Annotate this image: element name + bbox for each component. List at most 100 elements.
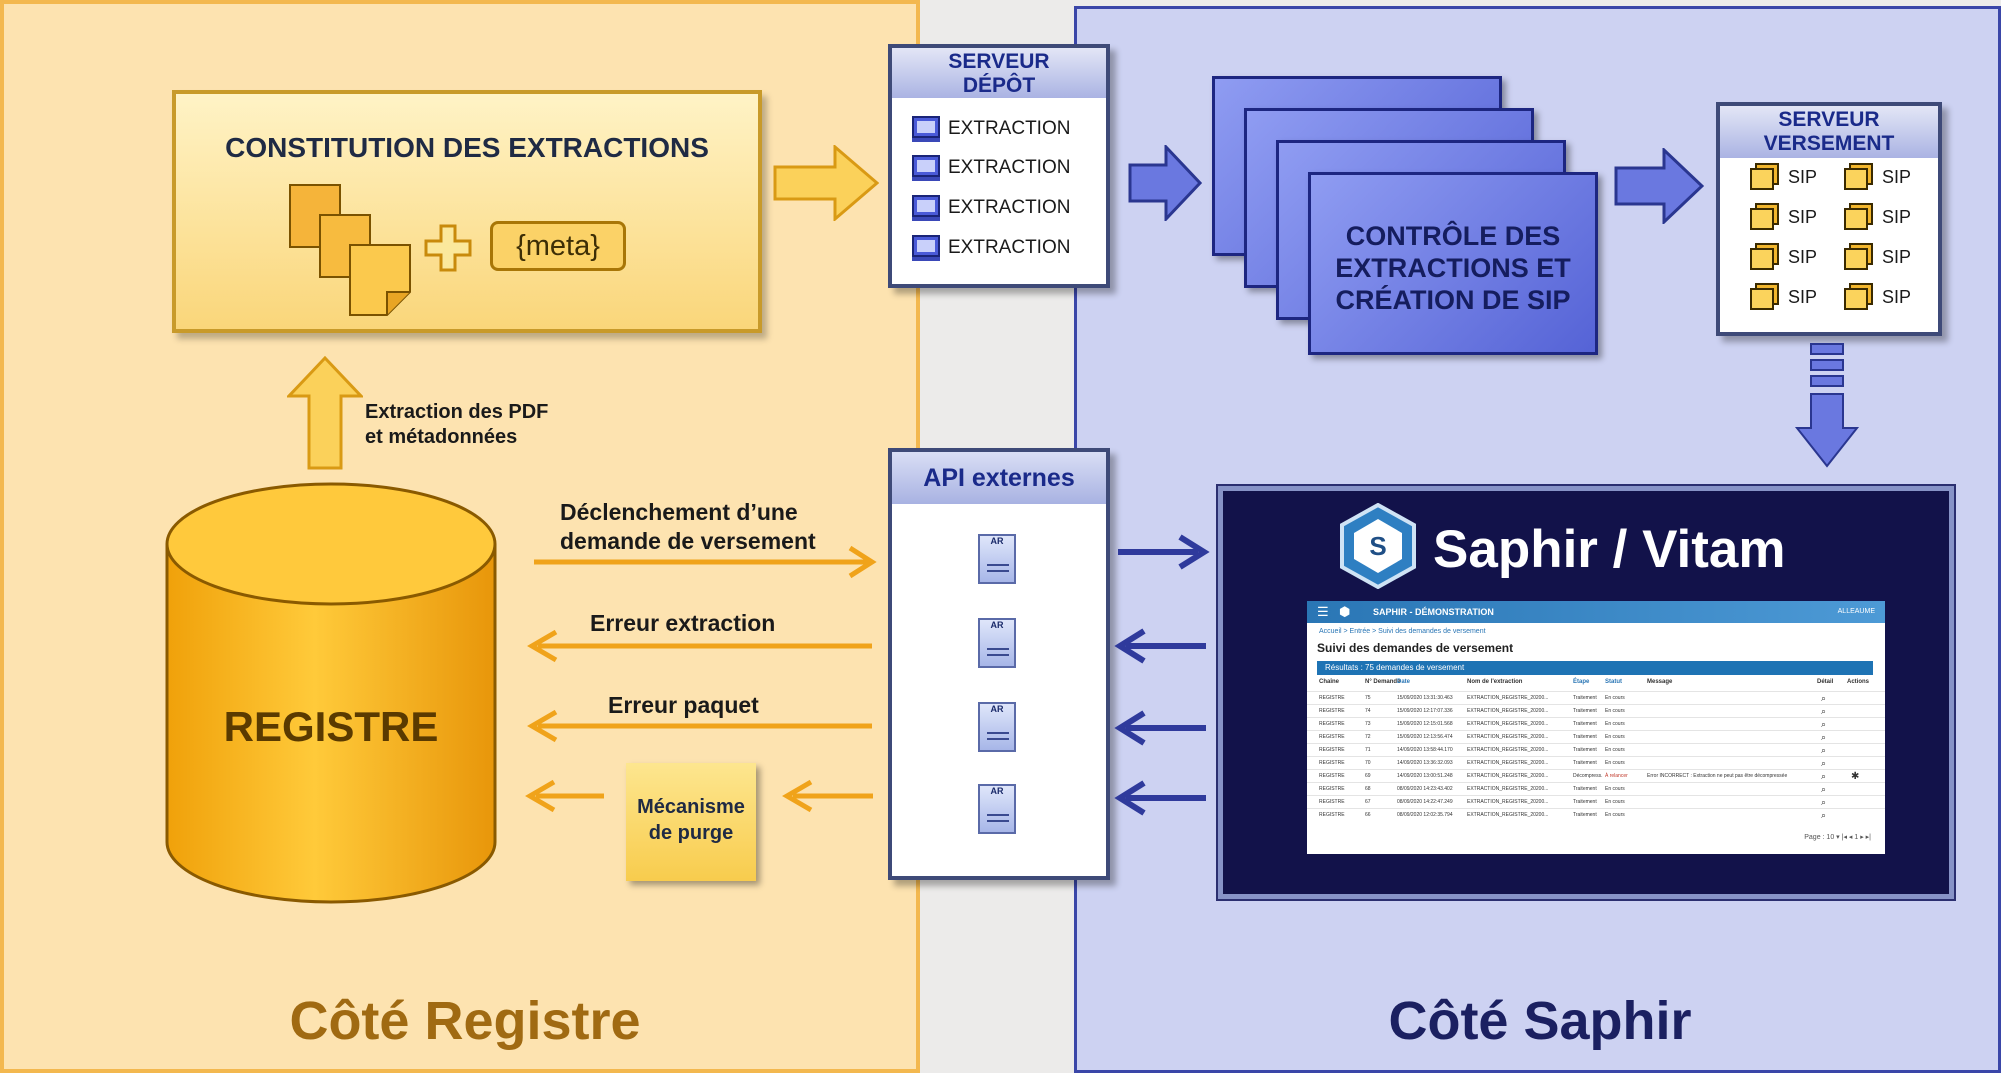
registre-label: REGISTRE (223, 703, 439, 750)
table-cell: 75 (1365, 695, 1371, 701)
right-arrow-icon (534, 545, 877, 579)
package-icon (1750, 243, 1779, 270)
left-arrow-icon (1114, 628, 1206, 664)
user-name[interactable]: ALLEAUME (1837, 608, 1875, 615)
magnifier-icon[interactable]: ⌕ (1821, 719, 1827, 729)
magnifier-icon[interactable]: ⌕ (1821, 745, 1827, 755)
controle-line-1: CONTRÔLE DES (1345, 221, 1561, 251)
package-icon (1844, 283, 1873, 310)
table-cell: 66 (1365, 812, 1371, 818)
saphir-logo-letter: S (1369, 531, 1386, 561)
ar-label: AR (990, 536, 1004, 546)
declenchement-line-2: demande de versement (560, 528, 816, 554)
serveur-depot-title-2: DÉPÔT (962, 74, 1036, 97)
magnifier-icon[interactable]: ⌕ (1821, 706, 1827, 716)
ar-label: AR (990, 620, 1004, 630)
table-cell: EXTRACTION_REGISTRE_20200... (1467, 773, 1549, 779)
table-header: Chaîne N° Demande Date Nom de l'extracti… (1307, 677, 1885, 689)
extraction-item-label: EXTRACTION (948, 197, 1071, 218)
serveur-depot: SERVEUR DÉPÔT EXTRACTION EXTRACTION EXTR… (888, 44, 1110, 288)
table-cell: REGISTRE (1319, 734, 1345, 740)
controle-card: CONTRÔLE DES EXTRACTIONS ET CRÉATION DE … (1308, 172, 1598, 355)
magnifier-icon[interactable]: ⌕ (1821, 758, 1827, 768)
table-cell: En cours (1605, 812, 1625, 818)
plus-icon (424, 224, 472, 272)
pager[interactable]: Page : 10 ▾ |◂ ◂ 1 ▸ ▸| (1804, 834, 1871, 841)
magnifier-icon[interactable]: ⌕ (1821, 784, 1827, 794)
package-icon (1750, 203, 1779, 230)
col-date[interactable]: Date (1397, 679, 1411, 685)
table-cell: 70 (1365, 760, 1371, 766)
package-icon (1844, 243, 1873, 270)
table-cell: 14/09/2020 13:00:51.248 (1397, 773, 1453, 779)
extraction-pdf-label: Extraction des PDF et métadonnées (365, 400, 548, 450)
api-externes: API externes AR AR AR AR (888, 448, 1110, 880)
erreur-paquet-label: Erreur paquet (608, 692, 759, 718)
mecanisme-de-purge: Mécanisme de purge (626, 763, 756, 881)
extraction-item-label: EXTRACTION (948, 237, 1071, 258)
serveur-versement-title-2: VERSEMENT (1763, 132, 1895, 155)
table-cell: EXTRACTION_REGISTRE_20200... (1467, 734, 1549, 740)
page-title: Suivi des demandes de versement (1317, 641, 1514, 655)
extraction-pdf-line-1: Extraction des PDF (365, 401, 549, 423)
declenchement-line-1: Déclenchement d’une (560, 499, 798, 525)
constitution-title: CONSTITUTION DES EXTRACTIONS (225, 132, 709, 163)
gear-icon[interactable]: ✱ (1851, 771, 1860, 782)
magnifier-icon[interactable]: ⌕ (1821, 693, 1827, 703)
magnifier-icon[interactable]: ⌕ (1821, 810, 1827, 820)
saphir-side-title: Côté Saphir (1388, 991, 1692, 1051)
table-cell: En cours (1605, 747, 1625, 753)
table-cell: 08/09/2020 14:22:47.249 (1397, 799, 1453, 805)
table-cell: REGISTRE (1319, 799, 1345, 805)
table-cell: Décompress. (1573, 773, 1603, 779)
col-statut[interactable]: Statut (1605, 679, 1622, 685)
package-icon (1844, 203, 1873, 230)
table-cell: 72 (1365, 734, 1371, 740)
left-arrow-icon (782, 779, 873, 813)
table-cell: 15/09/2020 12:13:56.474 (1397, 734, 1453, 740)
table-cell: En cours (1605, 695, 1625, 701)
saphir-logo-icon: S (1340, 503, 1416, 589)
serveur-depot-title-1: SERVEUR (948, 50, 1050, 73)
table-cell: REGISTRE (1319, 773, 1345, 779)
api-externes-header: API externes (892, 452, 1106, 504)
table-cell: EXTRACTION_REGISTRE_20200... (1467, 786, 1549, 792)
hamburger-menu-icon[interactable]: ☰ (1317, 604, 1329, 619)
table-cell: 14/09/2020 13:58:44.170 (1397, 747, 1453, 753)
table-cell: Traitement (1573, 708, 1597, 714)
table-cell: Traitement (1573, 786, 1597, 792)
table-cell: EXTRACTION_REGISTRE_20200... (1467, 747, 1549, 753)
results-count: Résultats : 75 demandes de versement (1325, 663, 1465, 672)
col-etape[interactable]: Étape (1573, 679, 1590, 685)
magnifier-icon[interactable]: ⌕ (1821, 771, 1827, 781)
right-arrow-icon (773, 145, 879, 221)
left-arrow-icon (527, 629, 872, 663)
registre-database-icon (165, 482, 497, 904)
table-cell: En cours (1605, 734, 1625, 740)
meta-badge: {meta} (490, 221, 626, 271)
package-icon (1750, 163, 1779, 190)
ar-document-icon: AR (978, 784, 1016, 834)
magnifier-icon[interactable]: ⌕ (1821, 732, 1827, 742)
serveur-versement-header: SERVEUR VERSEMENT (1720, 106, 1938, 158)
extraction-item-label: EXTRACTION (948, 118, 1071, 139)
table-cell: Traitement (1573, 721, 1597, 727)
package-icon (1750, 283, 1779, 310)
table-row[interactable]: REGISTRE 72 15/09/2020 12:13:56.474 EXTRACT… (1307, 730, 1885, 744)
table-cell: EXTRACTION_REGISTRE_20200... (1467, 708, 1549, 714)
magnifier-icon[interactable]: ⌕ (1821, 797, 1827, 807)
extraction-item-label: EXTRACTION (948, 157, 1071, 178)
table-cell: À relancer (1605, 773, 1628, 779)
table-cell: En cours (1605, 799, 1625, 805)
sip-label: SIP (1882, 207, 1912, 227)
table-cell: 14/09/2020 13:36:32.093 (1397, 760, 1453, 766)
